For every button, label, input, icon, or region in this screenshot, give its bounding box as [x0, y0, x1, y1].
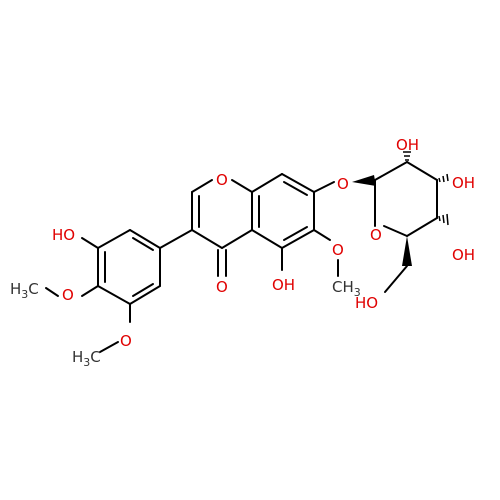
hashed-bond-oh-top	[403, 151, 411, 161]
label-o-sugar-ring: O	[370, 226, 382, 244]
bond-ome-ch3-lower	[99, 341, 119, 353]
label-o-methoxy-lower: O	[120, 332, 132, 350]
sugar-ring	[352, 161, 438, 237]
bond-ch2-oh	[384, 265, 408, 293]
bond-c7-o-glycosidic	[313, 181, 335, 193]
bond-ring-a-oh	[81, 237, 99, 249]
label-h3c-upper: H3C	[10, 280, 39, 301]
bond-aryl-link	[159, 229, 193, 249]
phenyl-ring	[97, 229, 161, 305]
label-oh-sugar-top: OH	[396, 136, 419, 154]
bond-ome-ch3-upper	[45, 287, 59, 297]
label-ho-ring-a: HO	[52, 226, 75, 244]
benzo-ring	[251, 173, 315, 249]
label-o-chromone-ring: O	[216, 171, 228, 189]
pyranone-ring	[191, 179, 253, 277]
label-o-glycosidic: O	[337, 175, 349, 193]
wedge-bond-anomeric	[352, 175, 376, 186]
hashed-bond-oh-lower	[438, 213, 449, 226]
label-o-methoxy-ring-a: O	[62, 286, 74, 304]
label-ho-ch2: HO	[355, 294, 378, 312]
hashed-bond-oh-right	[438, 173, 449, 183]
bond-ring-a-ome	[81, 285, 99, 297]
label-oh-sugar-right: OH	[452, 174, 475, 192]
label-ch3-6: CH3	[332, 278, 361, 299]
label-o-carbonyl: O	[216, 278, 228, 296]
wedge-bond-ch2oh	[402, 236, 412, 266]
label-h3c-lower: H3C	[72, 348, 101, 369]
label-oh-5: OH	[272, 276, 295, 294]
label-oh-sugar-lower: OH	[452, 246, 475, 264]
bond-c6-ome	[313, 229, 331, 241]
label-o-methoxy-6: O	[332, 241, 344, 259]
